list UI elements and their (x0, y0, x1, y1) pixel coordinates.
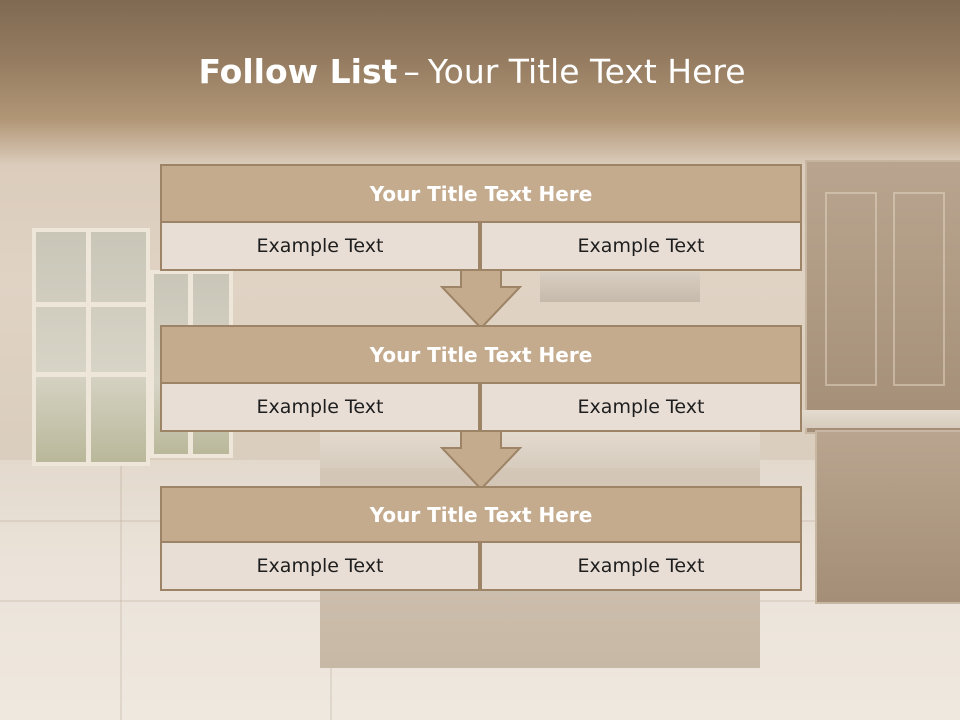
background-range-hood (540, 272, 700, 302)
title-rest: Your Title Text Here (427, 52, 746, 91)
arrow-down-icon (440, 270, 522, 330)
block-cell-right: Example Text (480, 221, 802, 271)
background-cabinet-lower (815, 430, 960, 604)
follow-block-3: Your Title Text Here Example Text Exampl… (160, 486, 802, 592)
slide-title: Follow List–Your Title Text Here (0, 52, 944, 91)
arrow-down-icon (440, 431, 522, 491)
block-cell-left: Example Text (160, 382, 480, 432)
block-cell-right: Example Text (480, 382, 802, 432)
header-band (0, 0, 960, 165)
follow-block-1: Your Title Text Here Example Text Exampl… (160, 164, 802, 272)
block-title: Your Title Text Here (160, 325, 802, 384)
background-window-left (32, 228, 150, 466)
follow-block-2: Your Title Text Here Example Text Exampl… (160, 325, 802, 433)
block-title: Your Title Text Here (160, 486, 802, 543)
block-title: Your Title Text Here (160, 164, 802, 223)
title-bold: Follow List (198, 52, 398, 91)
block-cell-left: Example Text (160, 541, 480, 591)
background-cabinet-right (805, 160, 960, 434)
background-counter-right (800, 410, 960, 428)
title-dash: – (403, 52, 420, 91)
block-cell-right: Example Text (480, 541, 802, 591)
block-cell-left: Example Text (160, 221, 480, 271)
background-island-top (320, 430, 760, 470)
